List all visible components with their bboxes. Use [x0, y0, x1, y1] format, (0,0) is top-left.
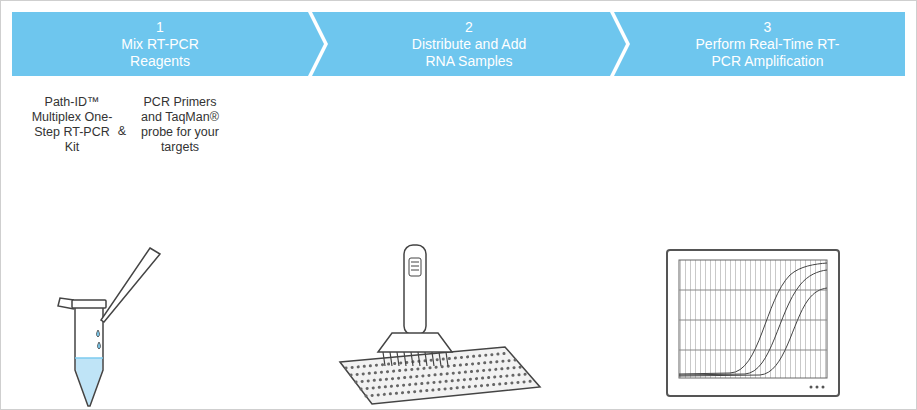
band-content: 3Perform Real-Time RT-PCR Amplification — [630, 12, 905, 76]
step-title: Distribute and Add RNA Samples — [408, 36, 530, 70]
step-band: 2Distribute and Add RNA Samples — [312, 12, 626, 76]
reagent-note: PCR Primers and TaqMan® probe for your t… — [138, 95, 222, 155]
band-content: 1Mix RT-PCR Reagents — [12, 12, 308, 76]
reagent-note: & — [112, 124, 132, 139]
step-band: 3Perform Real-Time RT-PCR Amplification — [614, 12, 905, 76]
monitor-illustration — [667, 250, 839, 396]
chevron-fill — [312, 12, 626, 76]
band-content: 2Distribute and Add RNA Samples — [328, 12, 610, 76]
step-band: 1Mix RT-PCR Reagents — [12, 12, 324, 76]
chevron-fill — [12, 12, 324, 76]
reagent-note: Path-ID™ Multiplex One-Step RT-PCR Kit — [30, 95, 114, 155]
step-number: 3 — [764, 19, 772, 36]
step-title: Mix RT-PCR Reagents — [100, 36, 220, 70]
chevron-fill — [614, 12, 905, 76]
pipette-illustration — [340, 245, 540, 404]
step-title: Perform Real-Time RT-PCR Amplification — [693, 36, 843, 70]
step-number: 2 — [465, 19, 473, 36]
step-number: 1 — [156, 19, 164, 36]
tube-illustration — [58, 248, 160, 406]
